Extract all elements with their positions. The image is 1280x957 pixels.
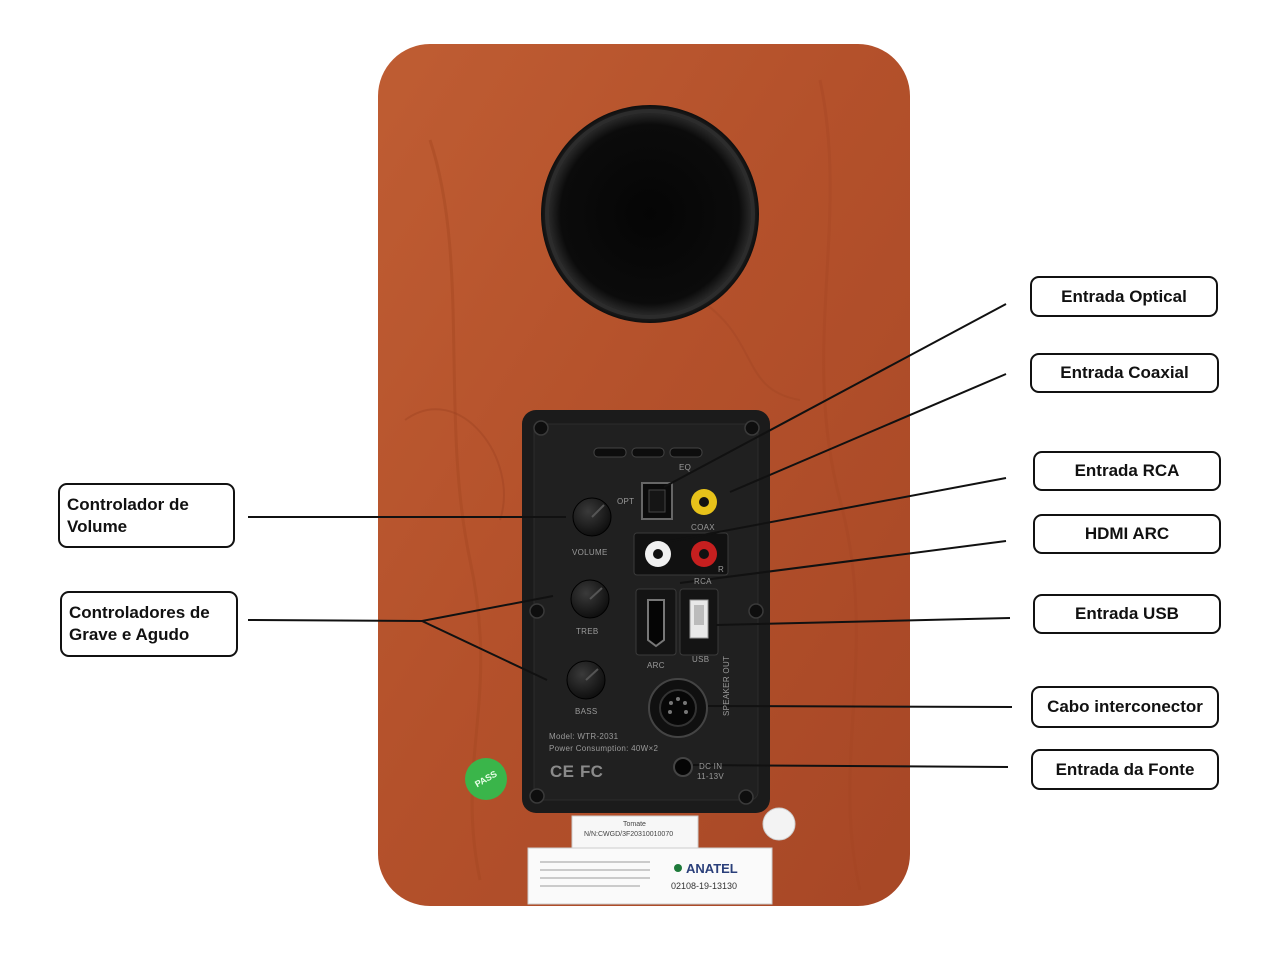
leader-line-treble [421,595,554,622]
leader-line-rca [664,477,1007,543]
leader-line-bass [421,620,548,681]
bass-port-rim [545,109,755,319]
din-pin [676,697,680,701]
screw [744,420,760,436]
anatel-code: 02108-19-13130 [671,881,738,891]
leader-line-power [692,764,1009,768]
qc-sticker [762,807,796,841]
panel-label-arc: ARC [647,661,665,670]
rca-left-port-hole [653,549,663,559]
callout-power: Entrada da Fonte [1031,749,1219,790]
panel-label-rca: RCA [694,577,712,586]
callout-optical: Entrada Optical [1030,276,1218,317]
wood-grain [699,299,801,401]
leader-lines [247,303,1013,768]
rca-right-port-hole [699,549,709,559]
panel-label-volume: VOLUME [572,548,608,557]
usb-port-tongue [694,605,704,625]
panel-power-text: Power Consumption: 40W×2 [549,744,659,753]
pass-sticker [465,758,507,800]
panel-label-eq: EQ [679,463,692,472]
panel-label-opt: OPT [617,497,635,506]
din-port-inner [659,689,697,727]
callout-tone: Controladores de Grave e Agudo [60,591,238,657]
callout-volume: Controlador de Volume [58,483,235,548]
volume-knob-indicator [591,504,605,518]
anatel-sticker [527,847,773,905]
treble-knob-indicator [589,587,603,600]
leader-line-coaxial [729,373,1007,493]
callout-rca: Entrada RCA [1033,451,1221,491]
din-pin [684,710,688,714]
bass-port [541,105,759,323]
callout-coaxial: Entrada Coaxial [1030,353,1219,393]
wood-grain [818,79,862,891]
coaxial-port-hole [699,497,709,507]
panel-label-r: R [718,565,725,574]
callout-usb: Entrada USB [1033,594,1221,634]
screw [533,420,549,436]
callout-hdmi: HDMI ARC [1033,514,1221,554]
hdmi-port [647,599,665,648]
anatel-label: ANATEL [686,861,738,876]
leader-line-optical [663,303,1007,488]
dc-in-port [673,757,693,777]
panel-label-dcin: DC IN [699,762,723,771]
ce-mark: CE [550,762,575,781]
leader-line-interconnect [707,705,1013,708]
panel-label-usb: USB [692,655,710,664]
callout-interconnect: Cabo interconector [1031,686,1219,728]
din-pin [669,701,673,705]
screw [748,603,764,619]
panel-label-dcin-voltage: 11-13V [697,772,725,781]
panel-label-treb: TREB [576,627,599,636]
leader-line-usb [715,617,1011,626]
fc-mark: FC [580,762,604,781]
input-button [631,447,665,458]
eq-button [669,447,703,458]
din-pin [668,710,672,714]
serial-sticker-top: Tomate [623,821,646,828]
din-pin [683,701,687,705]
anatel-logo [674,864,682,872]
screw [529,788,545,804]
leader-line-hdmi [679,540,1007,584]
serial-sticker-number: N/N:CWGD/3F20310010070 [584,831,674,838]
screw [529,603,545,619]
optical-port-door [648,489,666,513]
panel-label-coax: COAX [691,523,715,532]
power-button [593,447,627,458]
bass-knob-indicator [585,668,599,681]
leader-line-tone [247,619,423,622]
panel-label-speaker-out: SPEAKER OUT [722,655,731,716]
panel-model-text: Model: WTR-2031 [549,732,619,741]
screw [738,789,754,805]
wood-grain [404,408,505,521]
panel-label-bass: BASS [575,707,598,716]
